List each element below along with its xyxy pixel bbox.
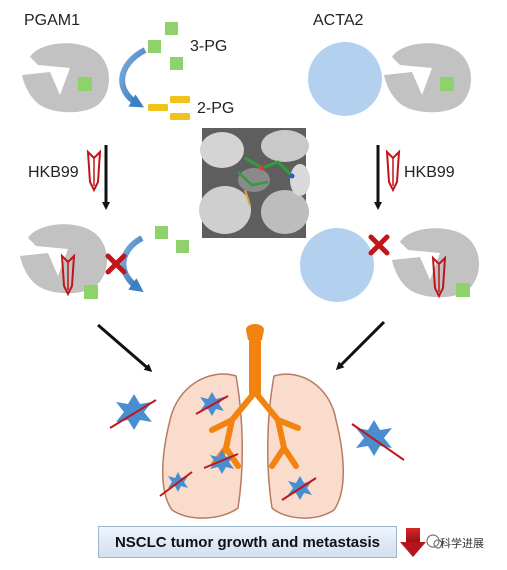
pgam1-protein-top-right [384, 43, 471, 113]
trachea-icon [209, 324, 301, 469]
block-x-icon-right [368, 234, 390, 256]
arrow-to-lungs-left [97, 323, 153, 372]
pgam1-protein-inhibited [20, 224, 107, 299]
pgam1-protein-top [22, 43, 109, 113]
arrow-to-lungs-right [335, 320, 386, 371]
product-2pg-label: 2-PG [197, 100, 235, 117]
acta2-sphere-middle [300, 228, 374, 302]
product-2pg-bars [148, 96, 190, 120]
substrate-squares-middle [155, 226, 189, 253]
tumor-icon-5 [281, 476, 317, 501]
wechat-icon [426, 534, 443, 549]
block-x-icon-left [105, 253, 127, 275]
substrate-3pg-squares [148, 22, 183, 70]
blocked-conversion-arrow-icon [120, 235, 144, 293]
pgam1-label: PGAM1 [24, 12, 81, 29]
outcome-banner: NSCLC tumor growth and metastasis [98, 526, 397, 558]
substrate-3pg-label: 3-PG [190, 38, 228, 55]
lungs-illustration [162, 324, 344, 519]
tumor-icon-4 [159, 471, 193, 497]
watermark-text: 科学进展 [440, 537, 484, 550]
hkb99-label-left: HKB99 [28, 164, 79, 181]
tumor-icon-6 [351, 420, 405, 461]
acta2-sphere-top [308, 42, 382, 116]
hkb99-inhibitor-icon-right [385, 149, 401, 193]
hkb99-label-right: HKB99 [404, 164, 455, 181]
acta2-label: ACTA2 [313, 12, 364, 29]
conversion-arrow-icon [119, 47, 147, 108]
decrease-arrow-icon [400, 528, 426, 557]
hkb99-inhibitor-icon-left [86, 149, 102, 193]
tumor-icon-1 [109, 394, 157, 430]
pgam1-protein-middle-right [392, 228, 479, 299]
tumor-icon-3 [203, 450, 239, 474]
crystal-structure-image [199, 128, 310, 238]
tumor-icon-2 [195, 392, 229, 416]
